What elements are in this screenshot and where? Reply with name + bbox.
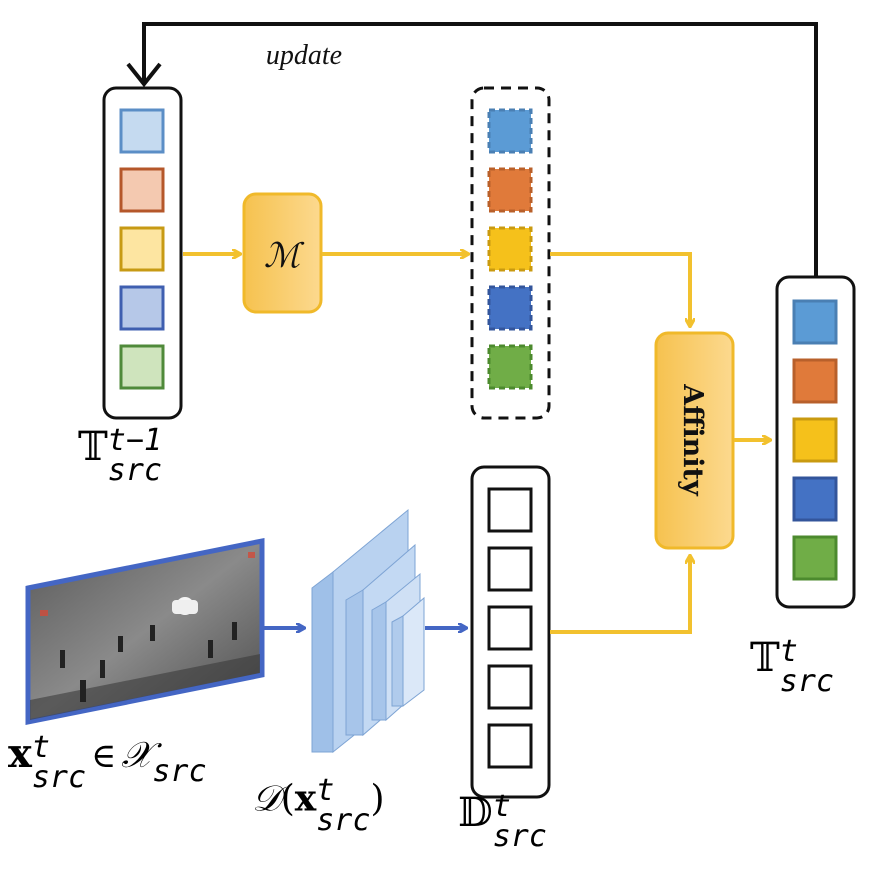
- memory-curr-slot-3: [792, 417, 838, 463]
- predicted-slot-2: [487, 167, 533, 213]
- feature-slot-5: [487, 723, 533, 769]
- predicted-column: [470, 86, 551, 420]
- memory-curr-slot-4: [792, 476, 838, 522]
- affinity-box: Affinity: [654, 331, 735, 550]
- affinity-label: Affinity: [677, 383, 708, 497]
- memory-prev-slot-4: [119, 285, 165, 331]
- memory-curr-slot-2: [792, 358, 838, 404]
- update-label: update: [266, 40, 342, 71]
- predicted-slot-5: [487, 344, 533, 390]
- detector-network: [311, 508, 425, 754]
- input-frame-image: [25, 537, 265, 726]
- feature-slot-1: [487, 487, 533, 533]
- memory-curr-slot-1: [792, 299, 838, 345]
- predicted-slot-1: [487, 108, 533, 154]
- tracklet-memory-prev: [102, 86, 183, 420]
- module-m-label: ℳ: [264, 236, 305, 276]
- arrow-features-to-affinity: [550, 556, 690, 634]
- arrow-predicted-to-affinity: [550, 252, 690, 326]
- memory-prev-slot-1: [119, 108, 165, 154]
- update-arrow: [126, 22, 818, 276]
- tracklet-memory-curr: [775, 275, 856, 609]
- predicted-slot-3: [487, 226, 533, 272]
- feature-slot-4: [487, 664, 533, 710]
- feature-slot-3: [487, 605, 533, 651]
- memory-prev-slot-3: [119, 226, 165, 272]
- predicted-slot-4: [487, 285, 533, 331]
- feature-slot-2: [487, 546, 533, 592]
- memory-curr-slot-5: [792, 535, 838, 581]
- module-m-box: ℳ: [242, 192, 323, 314]
- feature-column: [470, 465, 551, 799]
- memory-prev-slot-5: [119, 344, 165, 390]
- memory-prev-slot-2: [119, 167, 165, 213]
